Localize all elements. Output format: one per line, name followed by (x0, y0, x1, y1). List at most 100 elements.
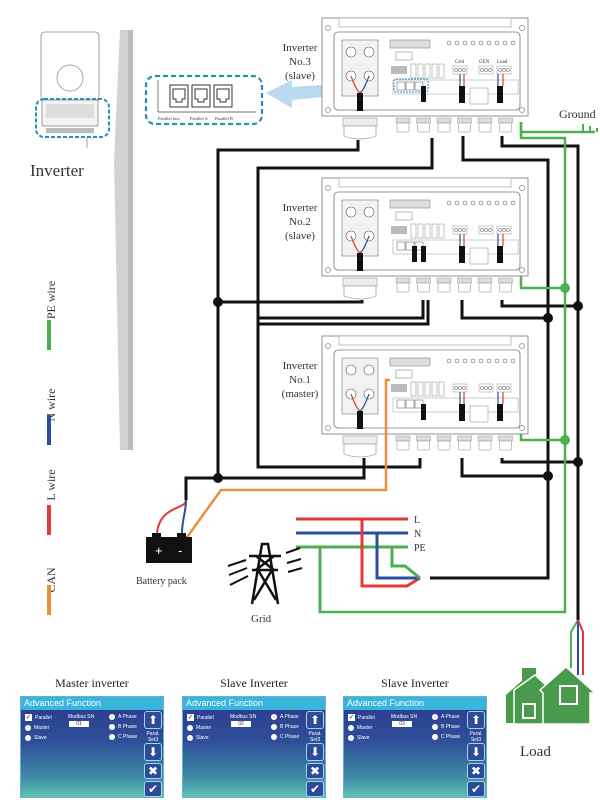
slave-radio[interactable]: Slave (25, 735, 47, 741)
master-radio[interactable]: Master (348, 725, 372, 731)
inverter-name: Inverter (283, 42, 318, 54)
confirm-button[interactable]: ✔ (306, 781, 324, 797)
phase-radio[interactable]: B Phase (109, 724, 137, 730)
panel-title: Advanced Function (183, 697, 325, 710)
phase-label: C Phase (280, 734, 300, 740)
radio-icon (187, 735, 193, 741)
checkmark-icon: ✓ (187, 714, 194, 721)
phase-radio[interactable]: A Phase (109, 714, 137, 720)
phase-radio[interactable]: A Phase (271, 714, 299, 720)
parallel-port-callout: Parallel box Parallel A Parallel B (144, 74, 264, 126)
grid-tower-icon (227, 542, 303, 605)
phase-label: A Phase (118, 714, 137, 720)
inverter-unit (321, 177, 529, 300)
panel-title: Advanced Function (344, 697, 486, 710)
arrow-down-icon: ⬇ (309, 745, 321, 759)
advanced-function-panel: Advanced Function ✓ Parallel Master Slav… (343, 696, 487, 798)
phase-label: A Phase (441, 714, 460, 720)
phase-radio[interactable]: B Phase (432, 724, 460, 730)
radio-icon (432, 734, 438, 740)
modbus-sn-input[interactable]: 02 (231, 721, 251, 727)
terminal-label: Load (497, 60, 508, 65)
arrow-down-icon: ⬇ (470, 745, 482, 759)
cancel-button[interactable]: ✖ (144, 763, 162, 779)
paral-set-label: Paral. Set3 (146, 731, 160, 743)
battery-wire-inv1-2 (256, 318, 422, 469)
battery-wire-inv2 (218, 300, 364, 304)
panel-caption: Master inverter (55, 676, 129, 690)
modbus-sn-input[interactable]: 03 (392, 721, 412, 727)
grid-line-n-label: N (414, 529, 421, 540)
up-button[interactable]: ⬆ (144, 711, 162, 729)
down-button[interactable]: ⬇ (467, 743, 485, 761)
arrow-up-icon: ⬆ (147, 713, 159, 727)
master-label: Master (357, 725, 373, 731)
terminal-label: GEN (479, 60, 490, 65)
radio-icon (348, 725, 354, 731)
radio-icon (432, 724, 438, 730)
parallel-checkbox[interactable]: ✓ Parallel (187, 714, 214, 721)
inverter-role: (master) (282, 388, 319, 400)
close-icon: ✖ (309, 764, 321, 778)
confirm-button[interactable]: ✔ (144, 781, 162, 797)
inverter-role: (slave) (285, 230, 315, 242)
up-button[interactable]: ⬆ (467, 711, 485, 729)
slave-label: Slave (357, 735, 370, 741)
inverter-name: Inverter (283, 202, 318, 214)
legend-swatch (47, 585, 51, 615)
parallel-label: Parallel (197, 714, 214, 721)
legend-label: N wire (44, 389, 58, 422)
phase-label: C Phase (118, 734, 138, 740)
down-button[interactable]: ⬇ (306, 743, 324, 761)
check-icon: ✔ (147, 782, 159, 796)
phase-label: B Phase (441, 724, 460, 730)
battery-label: Battery pack (136, 576, 187, 587)
grid-line-l-label: L (414, 515, 420, 526)
up-button[interactable]: ⬆ (306, 711, 324, 729)
cancel-button[interactable]: ✖ (306, 763, 324, 779)
ethernet-port-icon (169, 84, 189, 108)
phase-radio[interactable]: A Phase (432, 714, 460, 720)
legend-swatch (47, 415, 51, 445)
ethernet-port-icon (191, 84, 211, 108)
inverter-number: No.2 (289, 216, 311, 228)
arrow-up-icon: ⬆ (470, 713, 482, 727)
check-icon: ✔ (470, 782, 482, 796)
battery-minus: - (178, 543, 182, 558)
checkmark-icon: ✓ (348, 714, 355, 721)
overview-inverter-label: Inverter (30, 161, 84, 180)
check-icon: ✔ (309, 782, 321, 796)
radio-icon (271, 734, 277, 740)
panel-title: Advanced Function (21, 697, 163, 710)
master-radio[interactable]: Master (187, 725, 211, 731)
confirm-button[interactable]: ✔ (467, 781, 485, 797)
phase-radio[interactable]: C Phase (271, 734, 299, 740)
radio-icon (25, 725, 31, 731)
close-icon: ✖ (147, 764, 159, 778)
modbus-sn-label: Modbus SN (391, 714, 418, 720)
slave-radio[interactable]: Slave (187, 735, 209, 741)
master-label: Master (196, 725, 212, 731)
cancel-button[interactable]: ✖ (467, 763, 485, 779)
phase-radio[interactable]: B Phase (271, 724, 299, 730)
port-label-parallel-box: Parallel box (158, 116, 180, 121)
inverter-role: (slave) (285, 70, 315, 82)
slave-radio[interactable]: Slave (348, 735, 370, 741)
terminal-label: Grid (455, 60, 465, 65)
junctions (213, 283, 583, 483)
modbus-sn-label: Modbus SN (230, 714, 257, 720)
down-button[interactable]: ⬇ (144, 743, 162, 761)
inverter-number: No.3 (289, 56, 311, 68)
parallel-checkbox[interactable]: ✓ Parallel (25, 714, 52, 721)
phase-radio[interactable]: C Phase (109, 734, 137, 740)
phase-radio[interactable]: C Phase (432, 734, 460, 740)
parallel-checkbox[interactable]: ✓ Parallel (348, 714, 375, 721)
modbus-sn-input[interactable]: 01 (69, 721, 89, 727)
close-icon: ✖ (470, 764, 482, 778)
master-radio[interactable]: Master (25, 725, 49, 731)
arrow-down-icon: ⬇ (147, 745, 159, 759)
radio-icon (109, 714, 115, 720)
modbus-sn-label: Modbus SN (68, 714, 95, 720)
battery-wire-inv1 (184, 458, 366, 500)
